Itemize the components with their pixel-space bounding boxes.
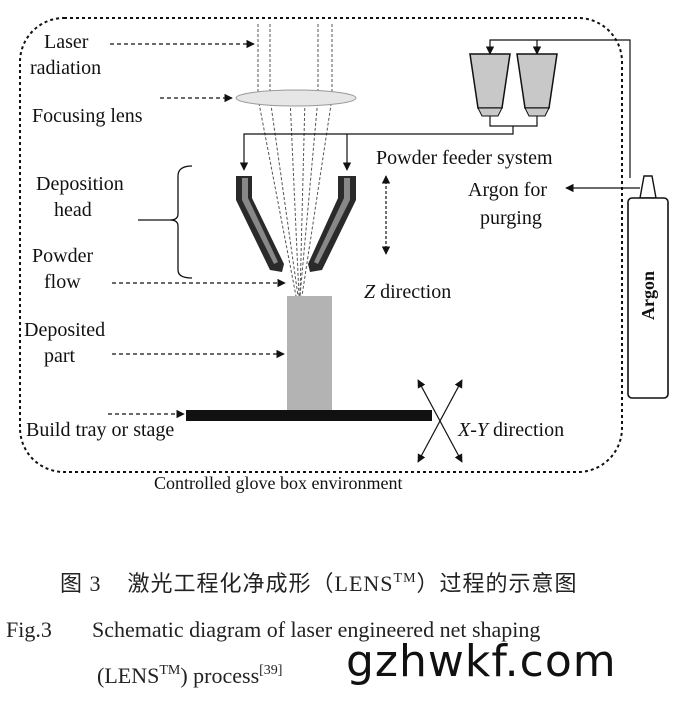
caption-cn-text: 激光工程化净成形（LENS: [127, 571, 394, 596]
caption-english-line1: Fig.3 Schematic diagram of laser engineer…: [6, 617, 692, 643]
caption-english-line2: (LENSTM) process[39]: [97, 663, 692, 689]
caption-cn-suffix: ）过程的示意图: [416, 571, 578, 596]
caption-en-fig: Fig.3: [6, 617, 52, 642]
argon-supply-lines: [485, 39, 631, 178]
watermark-text: gzhwkf.com: [346, 636, 617, 687]
label-glove-box: Controlled glove box environment: [154, 473, 402, 493]
deposition-head-nozzles: [236, 176, 356, 272]
caption-en-line2-a: (LENS: [97, 663, 160, 688]
label-argon-for: Argon for: [468, 179, 547, 201]
deposition-head-brace: [169, 165, 193, 279]
label-powder: Powder: [32, 245, 93, 267]
caption-en-line1: Schematic diagram of laser engineered ne…: [92, 617, 541, 642]
caption-cn-sup: TM: [393, 571, 417, 586]
label-argon-tank: Argon: [638, 271, 658, 320]
label-focusing-lens: Focusing lens: [32, 105, 143, 127]
laser-beams: [257, 24, 333, 297]
label-radiation: radiation: [30, 57, 101, 79]
powder-feeder-hoppers: [469, 53, 558, 117]
label-deposition: Deposition: [36, 173, 124, 195]
label-leader-arrows: [108, 39, 286, 419]
caption-chinese: 图 3 激光工程化净成形（LENSTM）过程的示意图: [60, 566, 692, 598]
label-xy-direction: X-Y direction: [457, 419, 564, 441]
label-head: head: [54, 199, 92, 221]
powder-feed-lines: [239, 116, 538, 171]
glove-box-boundary: [19, 17, 623, 473]
label-deposited: Deposited: [24, 319, 105, 341]
caption-en-line2-b: ) process: [180, 663, 260, 688]
label-powder-feeder: Powder feeder system: [376, 147, 553, 169]
label-z-direction: Z direction: [364, 281, 451, 303]
argon-tank: [627, 175, 669, 399]
label-build-tray: Build tray or stage: [26, 419, 174, 441]
caption-cn-prefix: 图 3: [60, 571, 102, 596]
focusing-lens: [235, 89, 357, 107]
label-flow: flow: [44, 271, 81, 293]
lens-schematic-diagram: Laser radiation Focusing lens Deposition…: [19, 17, 669, 493]
caption-en-ref: [39]: [259, 663, 283, 678]
label-part: part: [44, 345, 76, 367]
caption-en-line2-sup: TM: [159, 663, 181, 678]
label-purging: purging: [480, 207, 542, 229]
build-tray: [186, 410, 432, 421]
label-laser: Laser: [44, 31, 89, 53]
deposited-part: [287, 296, 332, 410]
xy-direction-arrows: [417, 379, 463, 463]
